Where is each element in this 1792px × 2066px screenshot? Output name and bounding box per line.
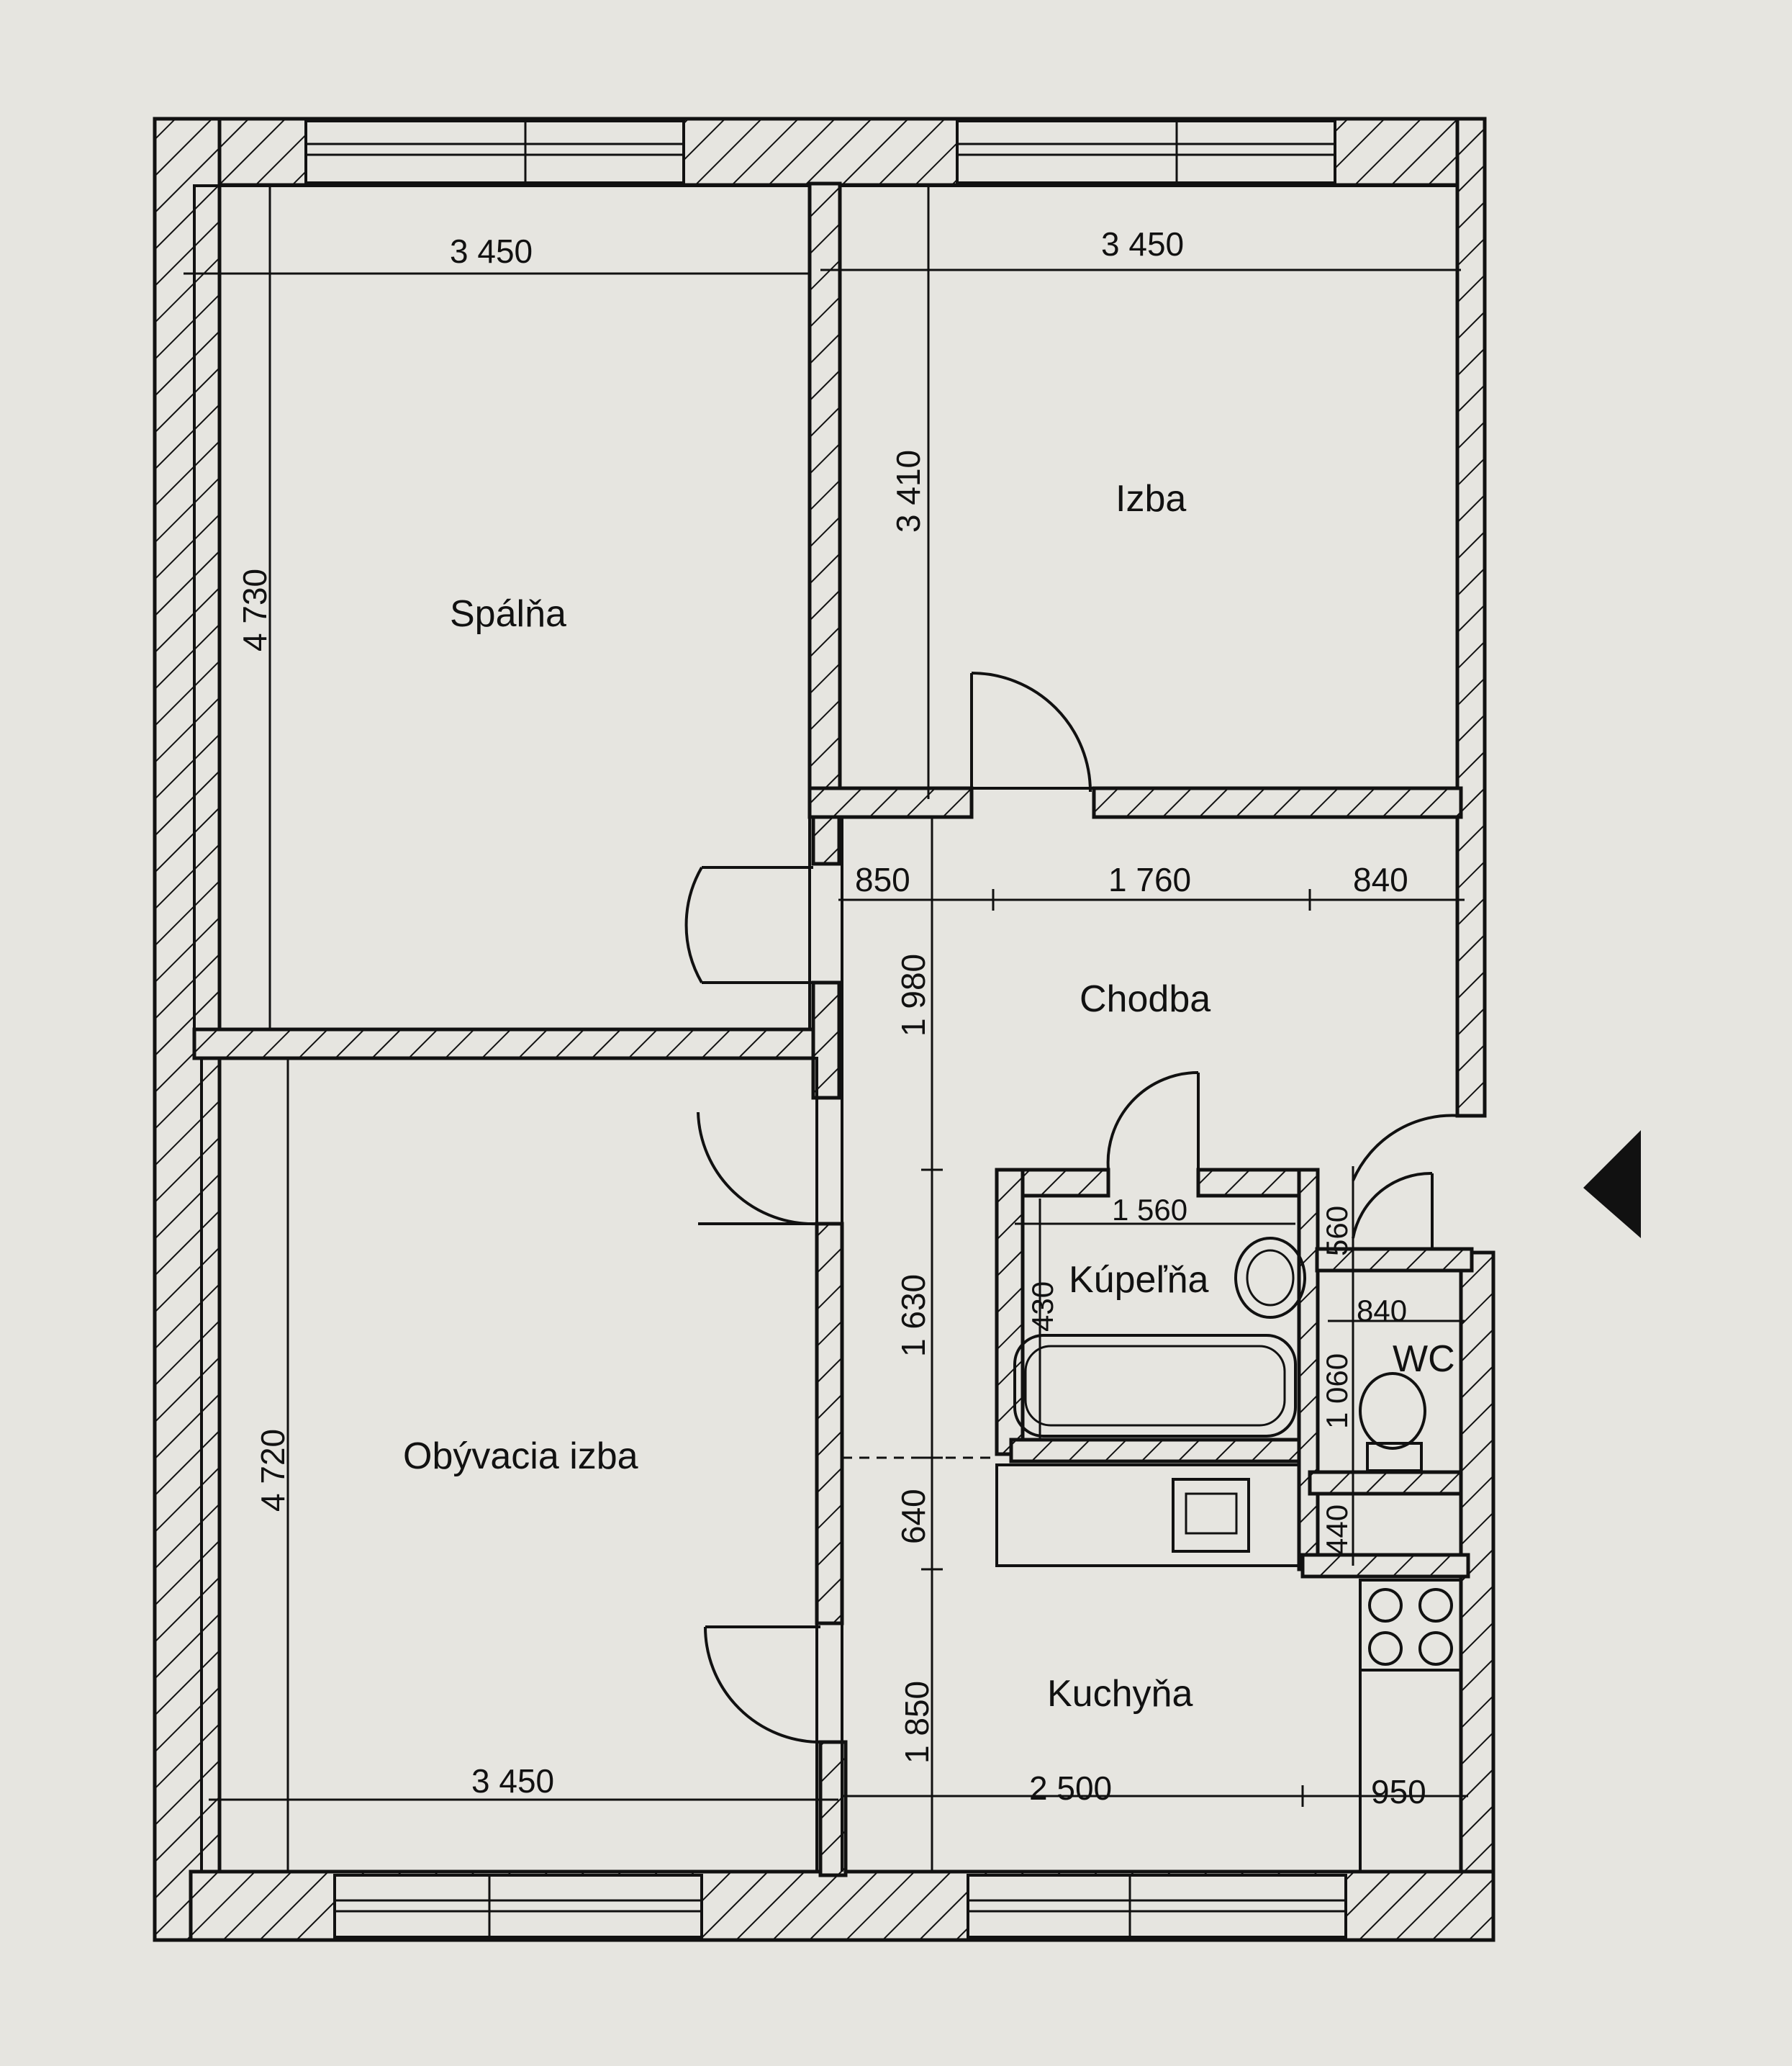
room-label-spalna: Spálňa [450, 593, 566, 635]
dim-hall-vertical-2: 1 630 [895, 1274, 932, 1357]
dim-bath-height: 430 [1026, 1281, 1059, 1332]
dim-hall-vertical-1: 1 980 [895, 954, 932, 1037]
dim-kitchen-width: 2 500 [1029, 1769, 1112, 1807]
room-outlines [193, 184, 1459, 1873]
dim-bath-width: 1 560 [1112, 1193, 1187, 1227]
dim-obyvacia-height: 4 720 [254, 1429, 291, 1512]
doors [684, 672, 1462, 1744]
dim-hall-vertical-4: 1 850 [898, 1681, 936, 1764]
kitchen-sink-icon [1172, 1478, 1250, 1553]
dim-spalna-width: 3 450 [450, 233, 533, 270]
dim-hall-vertical-3: 640 [895, 1489, 932, 1544]
dim-izba-width: 3 450 [1101, 225, 1184, 263]
dim-hall-b: 1 760 [1108, 861, 1191, 898]
sink-icon [1234, 1237, 1306, 1319]
dim-kitchen-right: 950 [1371, 1773, 1426, 1810]
toilet-icon [1359, 1372, 1426, 1450]
dim-wc-lower: 440 [1320, 1505, 1354, 1555]
fixtures [995, 1237, 1462, 1873]
room-label-wc: WC [1393, 1338, 1455, 1380]
windows [304, 119, 1347, 1939]
dim-spalna-height: 4 730 [236, 569, 273, 651]
dimension-lines [184, 184, 1468, 1872]
room-label-kupelna: Kúpeľňa [1069, 1259, 1209, 1301]
entrance-arrow-icon [1583, 1130, 1641, 1238]
room-label-obyvacia: Obývacia izba [403, 1435, 638, 1477]
dim-obyvacia-width: 3 450 [471, 1762, 554, 1800]
dim-wc-height: 1 060 [1320, 1353, 1354, 1429]
room-label-izba: Izba [1116, 478, 1186, 520]
dim-hall-c: 840 [1353, 861, 1408, 898]
dim-hall-a: 850 [855, 861, 910, 898]
dim-izba-height: 3 410 [890, 450, 927, 533]
room-label-chodba: Chodba [1080, 978, 1210, 1020]
dim-wc-width: 840 [1357, 1294, 1407, 1327]
dim-wc-top: 560 [1320, 1206, 1354, 1256]
room-label-kuchyna: Kuchyňa [1047, 1673, 1193, 1715]
bathtub-icon [1013, 1334, 1297, 1438]
